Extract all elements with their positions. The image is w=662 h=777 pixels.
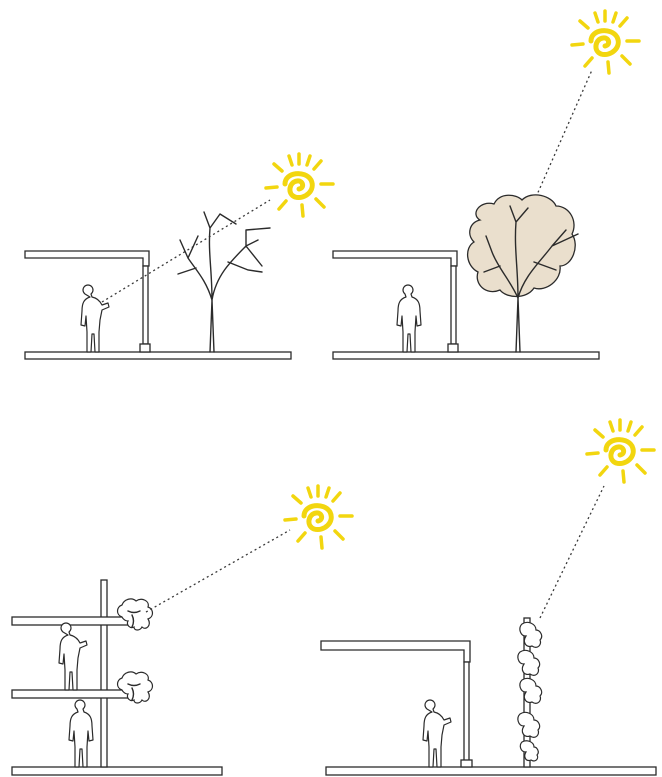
sun-icon [266, 154, 333, 216]
leafy-tree-icon [467, 194, 579, 353]
bare-tree-icon [177, 211, 271, 353]
sun-ray [535, 69, 593, 198]
person-icon [68, 699, 94, 768]
person-icon [396, 284, 422, 353]
sun-ray [145, 529, 291, 613]
sun-icon [285, 486, 352, 548]
panel-multi-storey [11, 486, 352, 776]
wall-base [447, 343, 459, 353]
glass-wall [142, 265, 149, 345]
column [100, 579, 108, 768]
glass-wall [463, 661, 470, 763]
sun-ray [539, 485, 605, 619]
panel-leafy-tree [332, 11, 639, 360]
person-icon [58, 622, 88, 691]
wall-base [139, 343, 151, 353]
sun-icon [572, 11, 639, 73]
roof-slab [24, 250, 150, 267]
ground-slab [325, 766, 657, 776]
roof-slab [332, 250, 458, 267]
glass-wall [450, 265, 457, 345]
person-icon [80, 284, 110, 353]
sun-icon [587, 420, 654, 482]
panel-bare-tree [24, 154, 333, 360]
roof-slab [320, 640, 471, 663]
panel-green-wall [320, 420, 657, 776]
climbing-plant-icon [517, 617, 543, 768]
ground-slab [24, 351, 292, 360]
wall-base [460, 759, 473, 768]
ground-slab [332, 351, 600, 360]
person-icon [422, 699, 452, 768]
ground-slab [11, 766, 223, 776]
